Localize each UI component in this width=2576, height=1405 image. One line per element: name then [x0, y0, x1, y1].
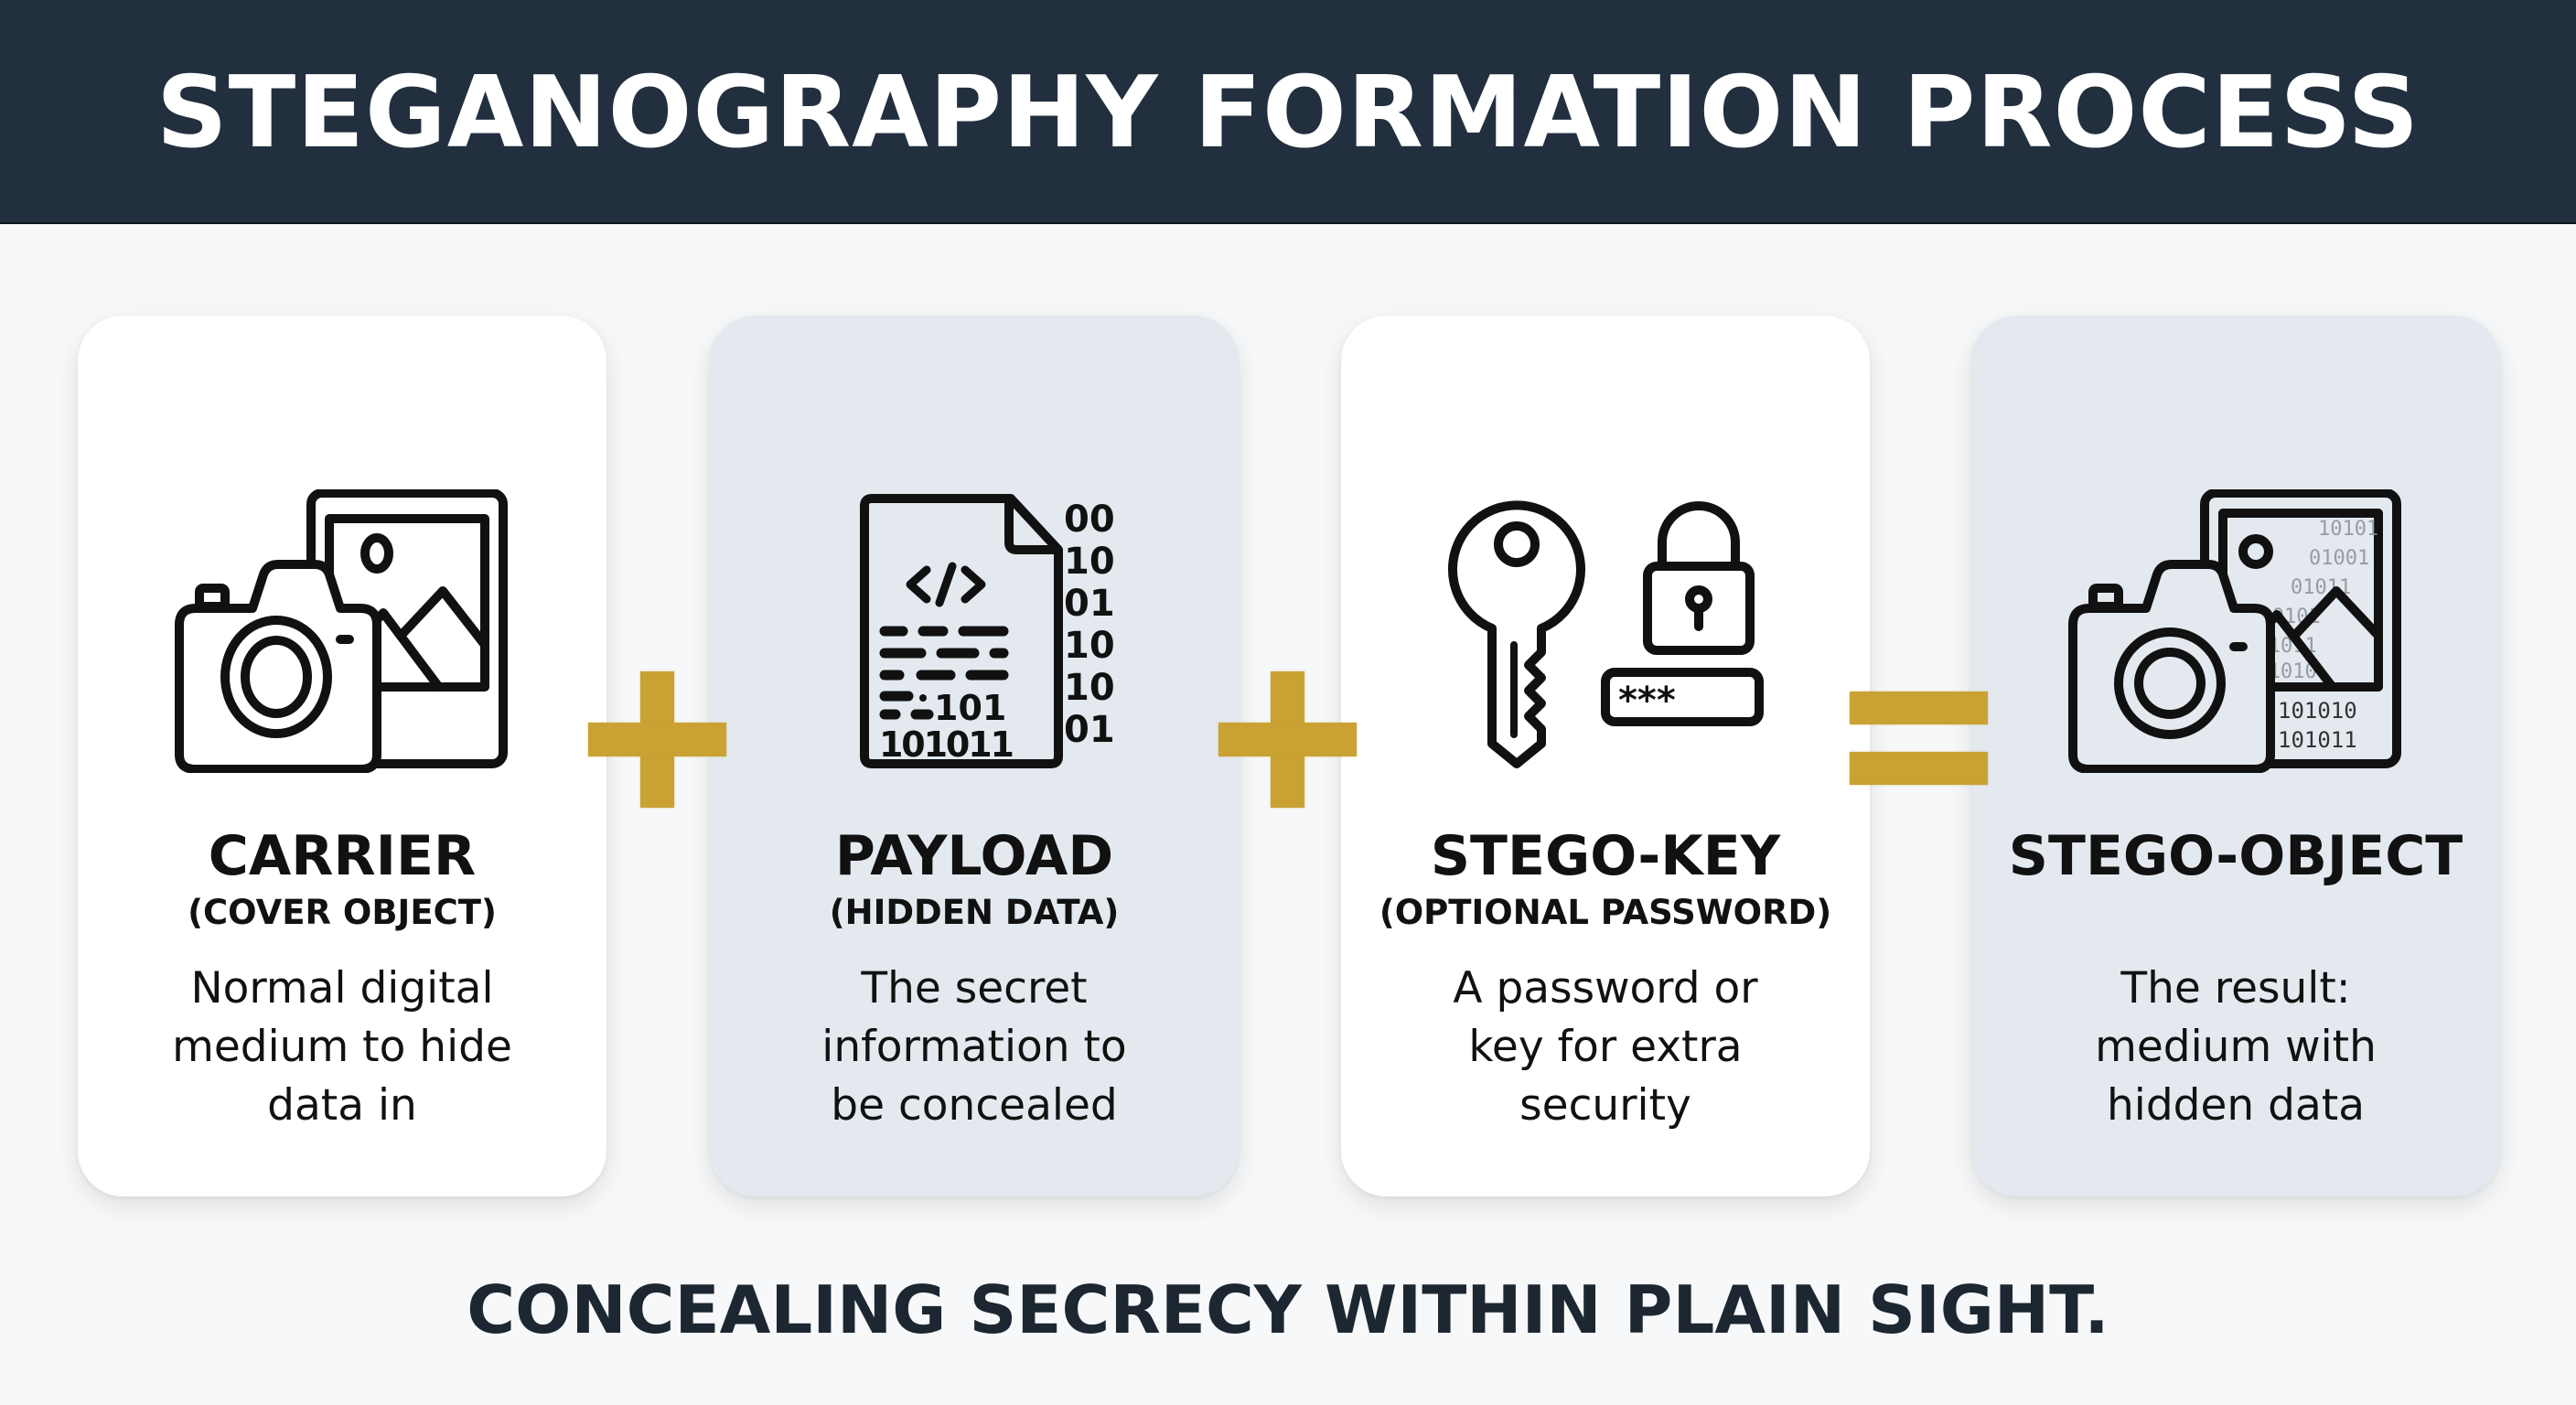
card-title: PAYLOAD: [834, 824, 1114, 888]
code-document-binary-icon: 101 101011 00 10 01 10 10 01: [800, 489, 1148, 773]
svg-text:101011: 101011: [879, 724, 1014, 765]
card-description: A password or key for extra security: [1453, 963, 1758, 1131]
card-title: STEGO-OBJECT: [2008, 824, 2463, 888]
svg-text:10101: 10101: [2318, 518, 2378, 541]
card-title: CARRIER: [208, 824, 477, 888]
card-payload: 101 101011 00 10 01 10 10 01 PAYLOAD (HI…: [710, 316, 1239, 1196]
card-description: The result: medium with hidden data: [2095, 963, 2377, 1131]
plus-icon: [588, 671, 726, 808]
card-description: The secret information to be concealed: [821, 963, 1127, 1131]
card-title: STEGO-KEY: [1430, 824, 1781, 888]
equals-icon: [1850, 692, 1988, 785]
key-lock-password-icon: ***: [1432, 489, 1779, 773]
svg-text:10: 10: [1064, 625, 1115, 667]
svg-text:01001: 01001: [2309, 547, 2369, 570]
card-description: Normal digital medium to hide data in: [172, 963, 512, 1131]
card-subtitle: (HIDDEN DATA): [829, 893, 1120, 932]
header-banner: STEGANOGRAPHY FORMATION PROCESS: [0, 0, 2576, 224]
card-subtitle: (OPTIONAL PASSWORD): [1379, 893, 1832, 932]
svg-text:101011: 101011: [2278, 727, 2357, 753]
svg-text:01: 01: [1064, 709, 1115, 751]
svg-text:101: 101: [934, 688, 1006, 728]
svg-text:01: 01: [1064, 583, 1115, 625]
svg-text:101010: 101010: [2278, 698, 2357, 724]
card-stego-key: *** STEGO-KEY (OPTIONAL PASSWORD) A pass…: [1341, 316, 1870, 1196]
card-subtitle: (COVER OBJECT): [188, 893, 497, 932]
plus-icon: [1218, 671, 1357, 808]
svg-text:***: ***: [1618, 680, 1676, 722]
card-carrier: CARRIER (COVER OBJECT) Normal digital me…: [78, 316, 606, 1196]
tagline: CONCEALING SECRECY WITHIN PLAIN SIGHT.: [467, 1271, 2109, 1348]
page-title: STEGANOGRAPHY FORMATION PROCESS: [156, 55, 2420, 170]
svg-text:10: 10: [1064, 541, 1115, 583]
svg-text:10: 10: [1064, 667, 1115, 709]
camera-with-photo-icon: [168, 489, 516, 773]
svg-text:00: 00: [1064, 499, 1115, 541]
